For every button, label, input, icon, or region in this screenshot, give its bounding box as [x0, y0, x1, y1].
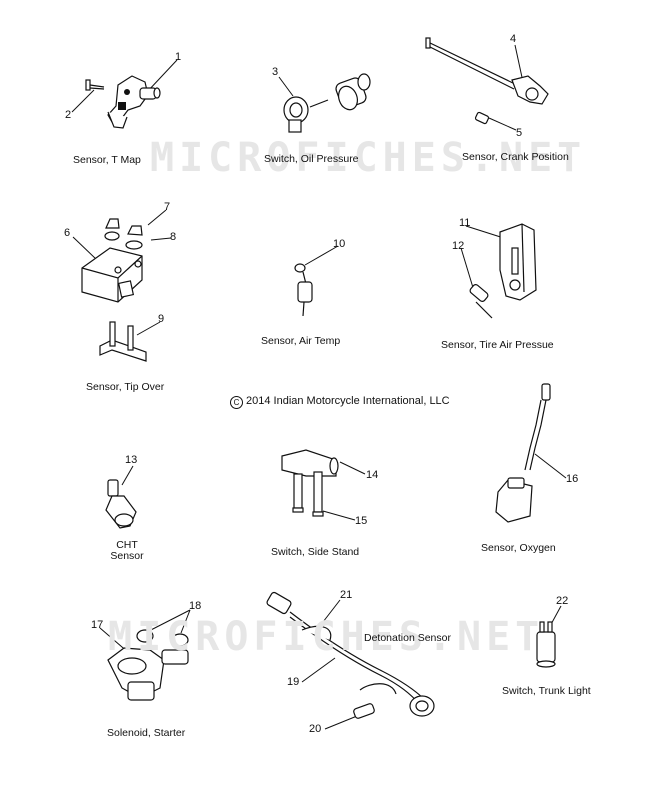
watermark-bottom: MICROFICHES.NET [108, 614, 545, 660]
copyright-symbol: C [230, 396, 243, 409]
callout-22: 22 [556, 595, 569, 607]
callout-5: 5 [516, 127, 523, 139]
caption-tire-air-sensor: Sensor, Tire Air Pressue [441, 339, 554, 351]
caption-tip-over-sensor: Sensor, Tip Over [86, 381, 165, 393]
callout-20: 20 [309, 723, 322, 735]
caption-oil-pressure-switch: Switch, Oil Pressure [264, 153, 359, 165]
callout-7: 7 [164, 201, 171, 213]
caption-t-map-sensor: Sensor, T Map [73, 154, 141, 166]
callout-21: 21 [340, 589, 353, 601]
caption-cht-sensor-line1: CHT [116, 539, 138, 551]
callout-4: 4 [510, 33, 517, 45]
caption-oxygen-sensor: Sensor, Oxygen [481, 542, 556, 554]
callout-8: 8 [170, 231, 177, 243]
callout-6: 6 [64, 227, 71, 239]
callout-2: 2 [65, 109, 72, 121]
callout-17: 17 [91, 619, 104, 631]
callout-14: 14 [366, 469, 379, 481]
caption-starter-solenoid: Solenoid, Starter [107, 727, 186, 739]
callout-11: 11 [459, 217, 471, 229]
callout-18: 18 [189, 600, 202, 612]
callout-13: 13 [125, 454, 138, 466]
copyright-text: 2014 Indian Motorcycle International, LL… [246, 395, 450, 407]
callout-15: 15 [355, 515, 368, 527]
watermark-top: MICROFICHES.NET [150, 135, 587, 181]
callout-10: 10 [333, 238, 346, 250]
caption-side-stand-switch: Switch, Side Stand [271, 546, 360, 558]
callout-12: 12 [452, 240, 465, 252]
caption-air-temp-sensor: Sensor, Air Temp [261, 335, 341, 347]
callout-19: 19 [287, 676, 300, 688]
caption-crank-position-sensor: Sensor, Crank Position [462, 151, 569, 163]
callout-3: 3 [272, 66, 279, 78]
callout-16: 16 [566, 473, 579, 485]
caption-trunk-light-switch: Switch, Trunk Light [502, 685, 591, 697]
callout-9: 9 [158, 313, 165, 325]
callout-1: 1 [175, 51, 182, 63]
caption-cht-sensor-line2: Sensor [110, 550, 144, 562]
caption-detonation-sensor: Detonation Sensor [364, 632, 451, 644]
